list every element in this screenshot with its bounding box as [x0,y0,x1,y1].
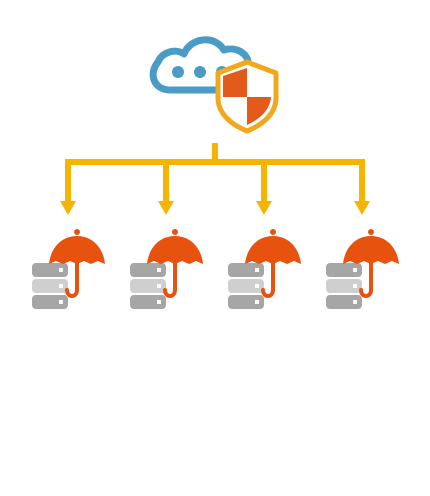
protected-server-icon [228,229,301,309]
protected-servers [32,229,399,309]
server-icon [326,263,362,309]
arrow-down-icon [256,201,272,215]
umbrella-icon [49,229,105,298]
umbrella-icon [343,229,399,298]
cloud-dot [172,66,184,78]
security-shield-icon [215,59,279,134]
arrow-down-icon [60,201,76,215]
protected-server-icon [326,229,399,309]
arrow-down-icon [158,201,174,215]
protected-server-icon [130,229,203,309]
server-icon [32,263,68,309]
connector-lines [60,143,370,215]
server-icon [228,263,264,309]
umbrella-icon [245,229,301,298]
arrow-down-icon [354,201,370,215]
umbrella-icon [147,229,203,298]
protected-server-icon [32,229,105,309]
server-icon [130,263,166,309]
cloud-dot [194,66,206,78]
